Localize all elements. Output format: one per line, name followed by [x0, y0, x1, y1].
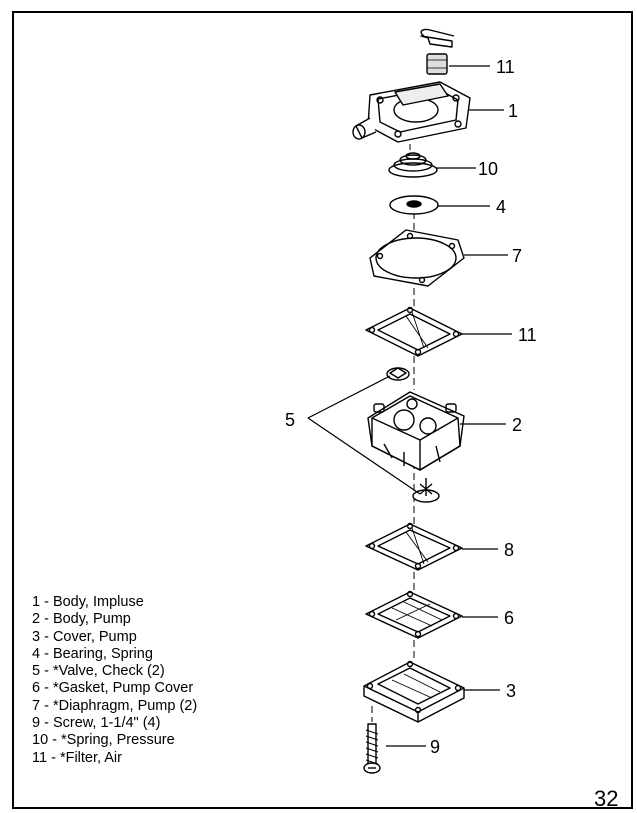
legend-item: 9 - Screw, 1-1/4" (4): [32, 715, 161, 732]
callout-10: 10: [478, 159, 498, 179]
legend-item: 11 - *Filter, Air: [32, 749, 122, 766]
callout-11-top: 11: [496, 57, 515, 77]
callout-11-mid: 11: [518, 325, 537, 345]
pump-body-part: [367, 391, 465, 471]
callout-7: 7: [512, 246, 522, 266]
legend-item: 2 - Body, Pump: [32, 611, 131, 628]
pump-cover-gasket-part: [365, 590, 463, 639]
callout-1: 1: [508, 101, 518, 121]
legend-item: 1 - Body, Impluse: [32, 594, 144, 610]
legend-item: 4 - Bearing, Spring: [32, 645, 153, 662]
pump-gasket-part-8: [365, 522, 463, 571]
callout-labels: 11 1 10 4 7 11 5 2 8 6 3 9: [285, 57, 537, 757]
spring-bearing-part: [389, 195, 439, 215]
callout-3: 3: [506, 681, 516, 701]
callout-8: 8: [504, 540, 514, 560]
pump-cover-part: [363, 660, 465, 723]
legend-item: 10 - *Spring, Pressure: [32, 732, 175, 749]
callout-6: 6: [504, 608, 514, 628]
air-filter-gasket-part: [365, 306, 463, 357]
legend-item: 7 - *Diaphragm, Pump (2): [32, 697, 198, 714]
callout-2: 2: [512, 415, 522, 435]
check-valve-part: [412, 478, 440, 503]
callout-5: 5: [285, 410, 295, 430]
legend-item: 5 - *Valve, Check (2): [32, 663, 165, 680]
page-border: [12, 11, 633, 809]
pressure-spring-part: [388, 152, 438, 178]
impulse-body-part: [352, 81, 471, 143]
legend-item: 3 - Cover, Pump: [32, 628, 137, 645]
callout-9: 9: [430, 737, 440, 757]
page-number: 32: [594, 786, 619, 811]
legend-item: 6 - *Gasket, Pump Cover: [32, 680, 194, 697]
air-filter-clip-part: [420, 28, 455, 75]
pump-diaphragm-part: [369, 229, 465, 287]
check-valve-part: [386, 367, 410, 381]
screw-part: [363, 723, 381, 774]
leader-lines: [307, 65, 512, 747]
parts-legend: 1 - Body, Impluse 2 - Body, Pump 3 - Cov…: [32, 594, 302, 767]
callout-4: 4: [496, 197, 506, 217]
